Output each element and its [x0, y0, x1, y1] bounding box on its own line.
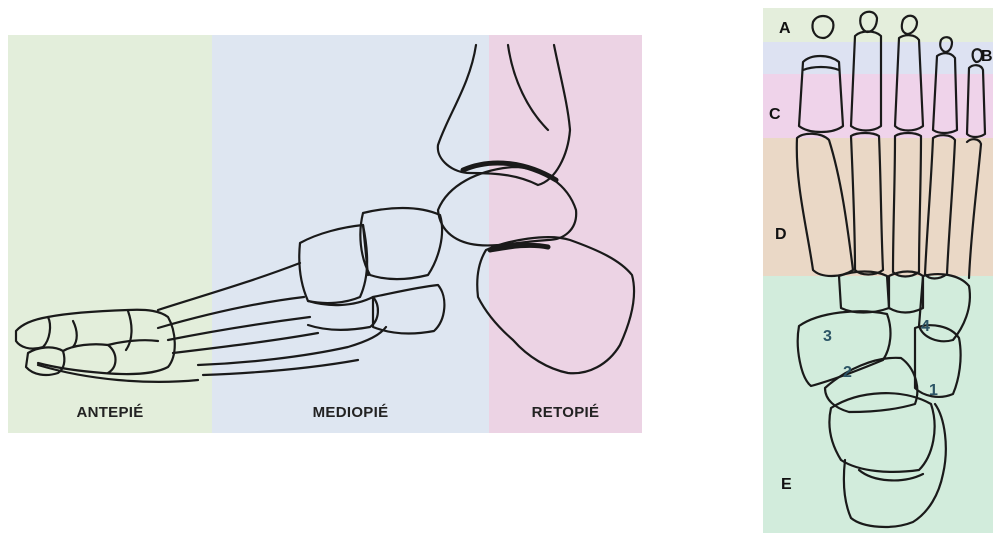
band-label-A: A	[779, 20, 791, 38]
bone-number-1: 1	[929, 382, 938, 400]
dorsal-foot-view: A B C D E 1 2 3 4	[763, 8, 993, 533]
bone-number-4: 4	[921, 318, 930, 336]
band-label-C: C	[769, 106, 781, 124]
lateral-foot-skeleton-drawing	[8, 35, 642, 433]
band-label-D: D	[775, 226, 787, 244]
bone-number-2: 2	[843, 364, 852, 382]
band-label-E: E	[781, 476, 792, 494]
band-label-B: B	[981, 48, 993, 66]
dorsal-foot-skeleton-drawing	[763, 8, 993, 533]
lateral-foot-view: ANTEPIÉ MEDIOPIÉ RETOPIÉ	[8, 35, 642, 433]
bone-number-3: 3	[823, 328, 832, 346]
